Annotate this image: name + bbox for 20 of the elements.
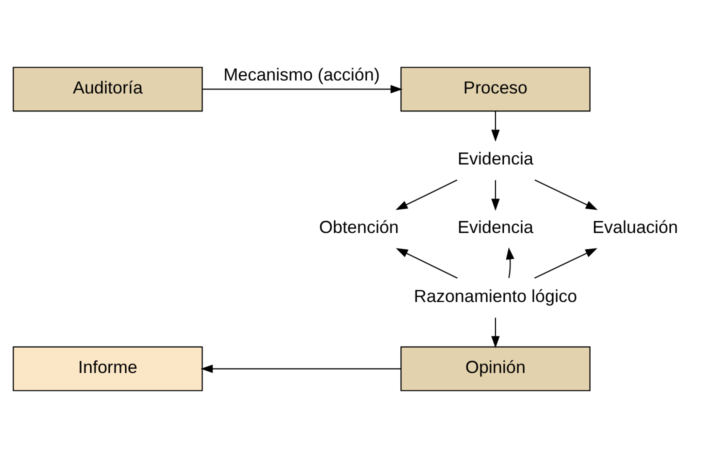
- node-text: Obtención: [319, 216, 399, 237]
- arrow: [534, 179, 598, 210]
- arrow: [396, 179, 458, 210]
- node-box: Informe: [12, 346, 203, 391]
- arrow: [491, 317, 500, 348]
- node-text: Evidencia: [458, 216, 534, 237]
- node-text: Evaluación: [592, 216, 678, 237]
- arrow: [491, 180, 500, 210]
- node-text: Evidencia: [458, 148, 534, 168]
- arrow: [506, 246, 514, 278]
- node-box: Opinión: [400, 346, 590, 391]
- arrow: [534, 248, 598, 278]
- arrow: [396, 248, 458, 278]
- edge-label: Mecanismo (acción): [223, 64, 380, 84]
- arrow: [202, 84, 403, 93]
- node-box: Proceso: [400, 66, 590, 112]
- arrow: [200, 364, 401, 372]
- node-box: Auditoría: [12, 66, 203, 112]
- arrow: [491, 110, 500, 142]
- node-text: Razonamiento lógico: [414, 285, 578, 306]
